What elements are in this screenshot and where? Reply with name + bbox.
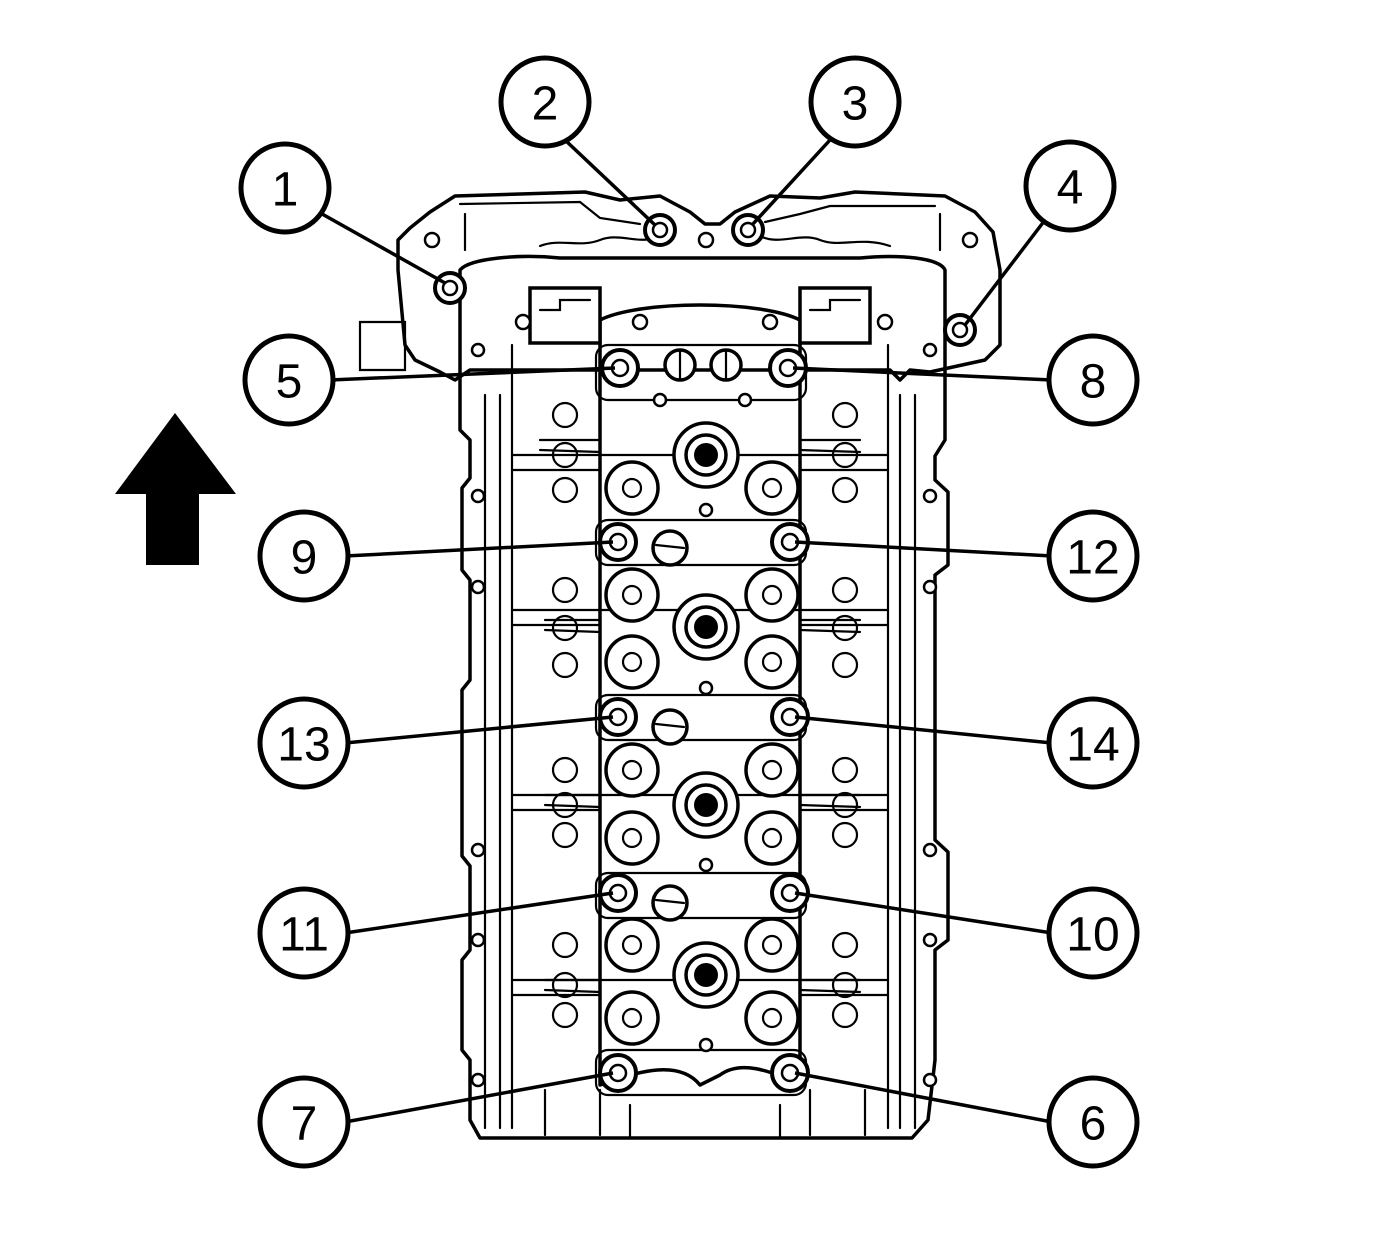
callout-9: 9 (257, 509, 614, 603)
callout-label: 5 (276, 356, 303, 409)
callout-6: 6 (794, 1071, 1140, 1169)
callout-label: 7 (291, 1098, 318, 1151)
callout-10: 10 (794, 886, 1140, 980)
callout-label: 3 (842, 78, 869, 131)
callout-3: 3 (750, 55, 902, 227)
callouts: 1 2 3 4 5 8 9 (238, 55, 1140, 1169)
callout-label: 2 (532, 78, 559, 131)
callout-5: 5 (242, 333, 616, 427)
callout-1: 1 (238, 141, 446, 285)
callout-13: 13 (257, 696, 614, 790)
callout-label: 8 (1080, 356, 1107, 409)
callout-label: 11 (279, 909, 329, 962)
callout-label: 14 (1066, 719, 1119, 772)
up-arrow-icon (115, 413, 236, 565)
head-bolts (433, 213, 977, 1093)
callout-4: 4 (963, 139, 1117, 327)
cylinder-head (358, 190, 1002, 1140)
callout-11: 11 (257, 886, 614, 980)
callout-label: 4 (1057, 162, 1084, 215)
callout-14: 14 (794, 696, 1140, 790)
callout-7: 7 (257, 1071, 614, 1169)
callout-label: 13 (277, 719, 330, 772)
callout-2: 2 (498, 55, 657, 227)
callout-label: 12 (1066, 532, 1119, 585)
callout-label: 1 (272, 164, 299, 217)
callout-8: 8 (792, 333, 1140, 427)
callout-label: 6 (1080, 1098, 1107, 1151)
callout-12: 12 (794, 509, 1140, 603)
callout-label: 10 (1066, 909, 1119, 962)
callout-label: 9 (291, 532, 318, 585)
